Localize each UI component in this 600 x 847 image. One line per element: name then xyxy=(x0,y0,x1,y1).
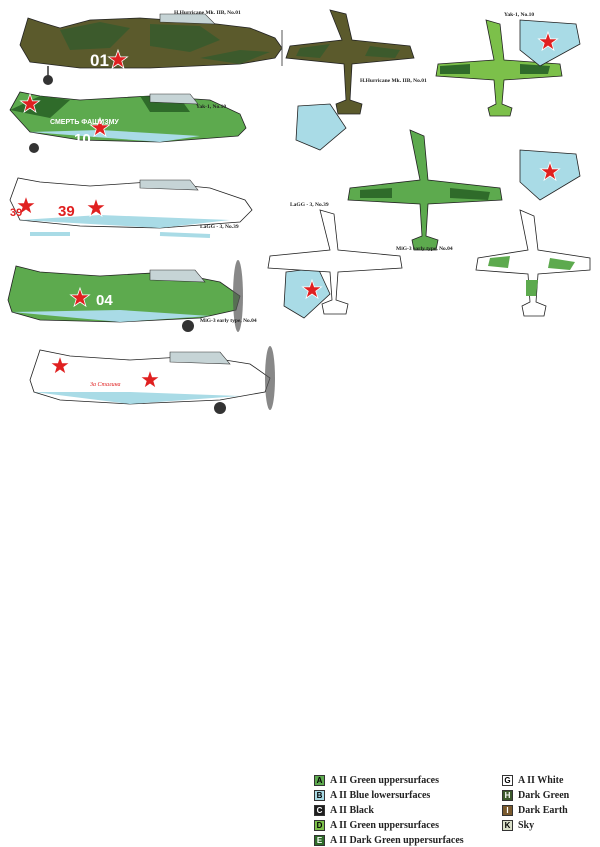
label-mig-top: MiG-3 early type, No.04 xyxy=(396,246,453,252)
swatch-e: E xyxy=(314,834,325,846)
legend-item-c: C A II Black xyxy=(314,803,374,817)
lagg-number: 39 xyxy=(58,203,75,220)
bottom-slogan: За Сталина xyxy=(90,382,121,388)
swatch-h: H xyxy=(502,789,513,801)
legend-item-h: H Dark Green xyxy=(502,788,569,802)
label-lagg-side: LaGG - 3, No.39 xyxy=(200,224,239,230)
legend-label-e: A II Dark Green uppersurfaces xyxy=(330,834,464,846)
legend-item-g: G A II White xyxy=(502,773,563,787)
hurricane-underside-wing xyxy=(295,103,347,151)
legend-item-k: K Sky xyxy=(502,818,534,832)
legend-label-c: A II Black xyxy=(330,804,374,816)
label-hurricane-side: H.Hurricane Mk. IIB, No.01 xyxy=(174,10,241,16)
mig-top-view xyxy=(347,129,503,251)
label-mig-side: MiG-3 early type, No.04 xyxy=(200,318,257,324)
swatch-c: C xyxy=(314,804,325,816)
hurricane-top-view xyxy=(285,9,415,115)
legend-item-b: B A II Blue lowersurfaces xyxy=(314,788,430,802)
swatch-a: A xyxy=(314,774,325,786)
yak-side-profile xyxy=(9,91,247,153)
lagg-top-view xyxy=(267,209,403,315)
legend-item-d: D A II Green uppersurfaces xyxy=(314,818,439,832)
label-yak-top: Yak-1, No.10 xyxy=(504,12,535,18)
mig-number: 04 xyxy=(96,292,113,309)
swatch-g: G xyxy=(502,774,513,786)
swatch-i: I xyxy=(502,804,513,816)
legend-label-b: A II Blue lowersurfaces xyxy=(330,789,431,801)
label-hurricane-top: H.Hurricane Mk. IIB, No.01 xyxy=(360,78,427,84)
label-yak-side: Yak-1, No.10 xyxy=(196,104,227,110)
yak-number: 10 xyxy=(74,131,91,148)
legend-item-i: I Dark Earth xyxy=(502,803,568,817)
legend-label-g: A II White xyxy=(518,774,564,786)
label-lagg-top: LaGG - 3, No.39 xyxy=(290,202,329,208)
legend-label-h: Dark Green xyxy=(518,789,570,801)
legend-label-k: Sky xyxy=(518,819,535,831)
yak-slogan: СМЕРТЬ ФАШИЗМУ xyxy=(50,119,119,126)
legend-item-a: A A II Green uppersurfaces xyxy=(314,773,439,787)
legend-label-d: A II Green uppersurfaces xyxy=(330,819,439,831)
swatch-k: K xyxy=(502,819,513,831)
bottom-side-profile xyxy=(29,346,275,414)
legend-label-a: A II Green uppersurfaces xyxy=(330,774,439,786)
hurricane-side-profile xyxy=(19,13,283,85)
mig-side-profile xyxy=(7,260,243,332)
lagg-side-profile xyxy=(9,177,253,238)
profile-drawings: 01 СМЕРТЬ ФАШИЗМУ 10 39 39 04 xyxy=(7,9,591,414)
legend-label-i: Dark Earth xyxy=(518,804,568,816)
legend-item-e: E A II Dark Green uppersurfaces xyxy=(314,833,464,847)
lagg-number-tail: 39 xyxy=(10,207,22,219)
artwork-stage: 01 СМЕРТЬ ФАШИЗМУ 10 39 39 04 xyxy=(7,9,591,846)
winter-top-view xyxy=(475,209,591,317)
hurricane-number: 01 xyxy=(90,51,109,70)
swatch-d: D xyxy=(314,819,325,831)
swatch-b: B xyxy=(314,789,325,801)
